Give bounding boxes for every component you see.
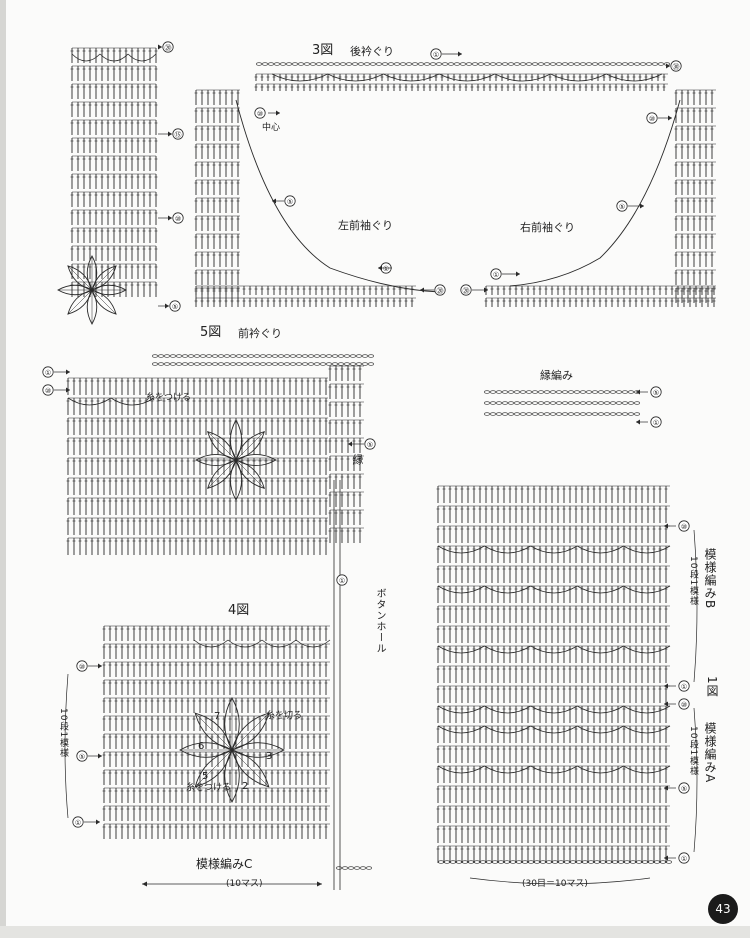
fig3-subtitle: 後衿ぐり: [350, 45, 394, 58]
buttonhole-label: ボタンホール: [374, 588, 385, 654]
fig3-right-armhole-label: 右前袖ぐり: [520, 221, 575, 234]
page-number-badge: 43: [708, 894, 738, 924]
svg-text:⑩: ⑩: [257, 110, 263, 118]
svg-text:⑩: ⑩: [649, 115, 655, 123]
svg-text:①: ①: [653, 419, 659, 427]
svg-text:①: ①: [75, 819, 81, 827]
svg-text:㉚: ㉚: [673, 63, 680, 71]
svg-text:⑮: ⑮: [175, 131, 182, 139]
svg-text:⑳: ⑳: [463, 287, 470, 295]
fig1-repeat-a: 10段1模様: [688, 726, 698, 777]
fig4-footer: 模様編みC: [196, 857, 253, 871]
svg-text:⑤: ⑤: [367, 441, 373, 449]
fig1-pattern-b-label: 模様編みB: [703, 548, 717, 610]
svg-text:⑩: ⑩: [175, 215, 181, 223]
fig4-span: (10マス): [226, 879, 263, 889]
fig5-title: 5図: [200, 325, 222, 340]
svg-text:⑩: ⑩: [45, 387, 51, 395]
cut-yarn-note: 糸を切る: [266, 711, 303, 721]
svg-text:①: ①: [433, 51, 439, 59]
attach-yarn-note-fig5: 糸をつける: [146, 393, 192, 403]
motif-number-6: 6: [198, 741, 205, 752]
fig3-left-armhole-label: 左前袖ぐり: [338, 219, 393, 232]
fig1-span: (30目＝10マス): [522, 879, 588, 889]
fig5-subtitle: 前衿ぐり: [238, 327, 282, 340]
svg-text:⑤: ⑤: [619, 203, 625, 211]
fig3-center-mark: 中心: [262, 123, 281, 133]
fig4-repeat-note: 10段1模様: [58, 708, 68, 759]
motif-number-7: 7: [214, 711, 221, 722]
svg-text:⑩: ⑩: [79, 663, 85, 671]
fig1-repeat-b: 10段1模様: [688, 556, 698, 607]
motif-number-5: 5: [202, 771, 209, 782]
svg-text:⑤: ⑤: [653, 389, 659, 397]
fig4-title: 4図: [228, 603, 250, 618]
attach-yarn-note-fig4: 糸をつける: [186, 783, 232, 793]
svg-text:⑳: ⑳: [437, 287, 444, 295]
svg-text:①: ①: [45, 369, 51, 377]
svg-text:①: ①: [493, 271, 499, 279]
motif-number-2: 2: [242, 781, 249, 792]
svg-text:⑤: ⑤: [287, 198, 293, 206]
svg-text:①: ①: [339, 577, 345, 585]
fig1-pattern-a-label: 模様編みA: [703, 722, 717, 784]
svg-text:⑳: ⑳: [165, 44, 172, 52]
fig3-title: 3図: [312, 43, 334, 58]
edging-title: 縁編み: [540, 369, 573, 382]
svg-text:⑤: ⑤: [172, 303, 178, 311]
motif-number-3: 3: [266, 751, 273, 762]
fig1-title: 1図: [705, 676, 719, 698]
svg-text:⑤: ⑤: [79, 753, 85, 761]
svg-text:①: ①: [383, 265, 389, 273]
edging-side-label: 縁: [351, 454, 364, 466]
